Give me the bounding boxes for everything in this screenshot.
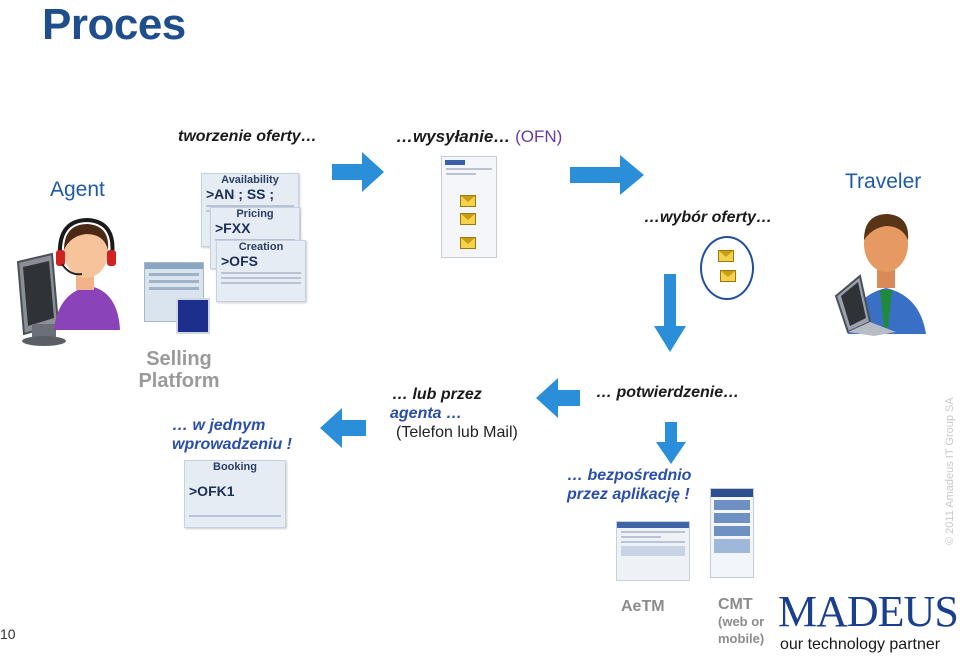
agent-figure bbox=[16, 217, 120, 346]
arrow-left-icon bbox=[320, 408, 366, 448]
pricing-card-command: >FXX bbox=[215, 220, 251, 236]
booking-card-command: >OFK1 bbox=[189, 483, 235, 499]
amadeus-logo: MADEUS bbox=[778, 587, 959, 636]
traveler-label: Traveler bbox=[845, 170, 922, 193]
creation-card-command: >OFS bbox=[221, 253, 258, 269]
copyright-watermark: © 2011 Amadeus IT Group SA bbox=[944, 397, 956, 545]
direct-line2: przez aplikację ! bbox=[567, 486, 690, 503]
selling-platform-label: Selling Platform bbox=[134, 348, 224, 392]
cmt-label: CMT (web or mobile) bbox=[718, 596, 764, 647]
traveler-figure bbox=[834, 214, 926, 336]
offer-email-document bbox=[441, 156, 497, 258]
direct-label: … bezpośrednio przez aplikację ! bbox=[567, 466, 691, 504]
single-entry-label: … w jednym wprowadzeniu ! bbox=[172, 416, 292, 454]
single-entry-line1: … w jednym bbox=[172, 417, 266, 434]
cmt-line3: mobile) bbox=[718, 631, 765, 646]
availability-card-command: >AN ; SS ; bbox=[206, 186, 275, 202]
booking-card-header: Booking bbox=[213, 461, 257, 473]
aetm-screenshot bbox=[616, 521, 690, 581]
availability-card-header: Availability bbox=[221, 174, 279, 186]
cmt-line2: (web or bbox=[718, 614, 765, 629]
creation-card: Creation >OFS bbox=[216, 240, 306, 302]
pricing-card-header: Pricing bbox=[236, 208, 274, 220]
create-offer-label: tworzenie oferty… bbox=[178, 128, 317, 145]
arrow-down-icon bbox=[656, 422, 686, 464]
arrow-down-icon bbox=[654, 274, 686, 352]
agent-label: Agent bbox=[50, 178, 105, 201]
selling-platform-line1: Selling bbox=[146, 348, 212, 370]
confirmation-label: … potwierdzenie… bbox=[596, 384, 740, 401]
sending-text: …wysyłanie… bbox=[396, 127, 511, 146]
logo-tagline: our technology partner bbox=[780, 636, 941, 653]
booking-card: Booking >OFK1 bbox=[184, 460, 286, 528]
slide-title: Proces bbox=[42, 0, 186, 49]
offer-selection-circle bbox=[700, 236, 754, 300]
via-agent-label: … lub przez agenta … (Telefon lub Mail) bbox=[390, 385, 518, 442]
page-number: 10 bbox=[0, 626, 16, 642]
arrow-right-icon bbox=[570, 155, 644, 195]
ofn-text: (OFN) bbox=[515, 127, 563, 146]
via-agent-line3: (Telefon lub Mail) bbox=[396, 424, 518, 441]
selling-platform-logo bbox=[176, 298, 210, 334]
via-agent-line2: agenta … bbox=[390, 405, 463, 422]
cmt-line1: CMT bbox=[718, 596, 753, 613]
cmt-screenshot bbox=[710, 488, 754, 578]
single-entry-line2: wprowadzeniu ! bbox=[172, 436, 292, 453]
aetm-label: AeTM bbox=[621, 598, 665, 615]
choose-offer-label: …wybór oferty… bbox=[644, 209, 773, 226]
monitor-icon bbox=[16, 252, 66, 346]
selling-platform-line2: Platform bbox=[138, 370, 220, 392]
arrow-left-icon bbox=[536, 378, 580, 418]
arrow-right-icon bbox=[332, 152, 384, 192]
sending-label: …wysyłanie… (OFN) bbox=[396, 127, 562, 146]
creation-card-header: Creation bbox=[238, 241, 284, 253]
direct-line1: … bezpośrednio bbox=[567, 467, 692, 484]
via-agent-line1: … lub przez bbox=[392, 386, 482, 403]
